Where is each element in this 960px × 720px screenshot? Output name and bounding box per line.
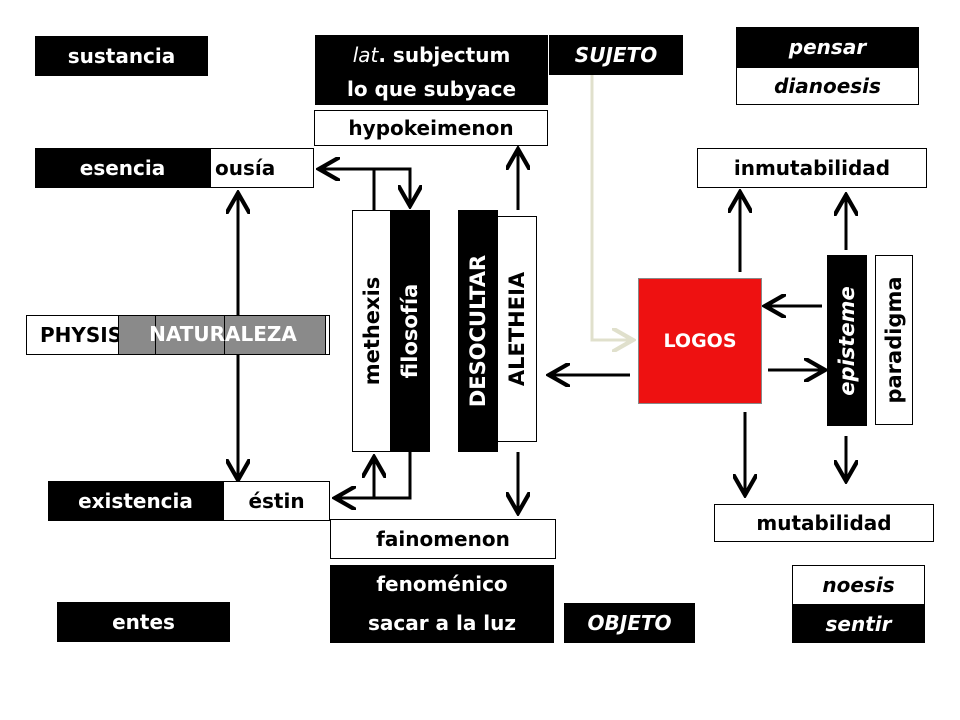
inmutabilidad-label: inmutabilidad <box>697 148 927 188</box>
entes-label: entes <box>57 602 230 642</box>
arrow-ousia-to-filosofia <box>374 167 410 203</box>
arrow-filosofia-to-estin <box>338 452 412 498</box>
lo-que-subyace-label: lo que subyace <box>315 73 548 105</box>
physis-label: PHYSIS <box>40 323 123 347</box>
pensar-label: pensar <box>736 27 919 67</box>
filosofia-box: filosofía <box>390 210 430 452</box>
subjectum-text: . subjectum <box>378 43 511 67</box>
sujeto-label: SUJETO <box>549 35 683 75</box>
estin-label: éstin <box>223 481 330 521</box>
fainomenon-label: fainomenon <box>330 519 556 559</box>
sacar-a-la-luz-label: sacar a la luz <box>330 603 554 643</box>
aletheia-box: ALETHEIA <box>497 216 537 442</box>
desocultar-label: DESOCULTAR <box>466 254 490 408</box>
arrow-sujeto-to-logos <box>590 75 630 340</box>
lat-prefix: lat <box>352 43 379 67</box>
naturaleza-segment-1 <box>118 315 156 355</box>
naturaleza-segment-3 <box>224 315 326 355</box>
methexis-label: methexis <box>360 276 384 386</box>
dianoesis-label: dianoesis <box>736 67 919 105</box>
fenomenico-label: fenoménico <box>330 565 554 603</box>
objeto-label: OBJETO <box>564 603 695 643</box>
noesis-label: noesis <box>792 565 925 605</box>
episteme-box: episteme <box>827 255 867 426</box>
arrow-methexis-to-ousia <box>322 169 376 210</box>
mutabilidad-label: mutabilidad <box>714 504 934 542</box>
esencia-label: esencia <box>35 148 210 188</box>
aletheia-label: ALETHEIA <box>505 271 529 387</box>
sustancia-label: sustancia <box>35 36 208 76</box>
ousia-label: ousía <box>210 148 314 188</box>
sentir-label: sentir <box>792 605 925 643</box>
naturaleza-label: NATURALEZA <box>149 322 297 346</box>
lat-subjectum-label: lat. subjectum <box>315 35 548 75</box>
existencia-label: existencia <box>48 481 223 521</box>
paradigma-label: paradigma <box>882 276 906 404</box>
methexis-box: methexis <box>352 210 392 452</box>
naturaleza-segment-2 <box>155 315 225 355</box>
hypokeimenon-label: hypokeimenon <box>314 110 548 146</box>
desocultar-box: DESOCULTAR <box>458 210 498 452</box>
paradigma-box: paradigma <box>875 255 913 425</box>
logos-box: LOGOS <box>638 278 762 404</box>
filosofia-label: filosofía <box>398 283 422 379</box>
episteme-label: episteme <box>835 285 859 396</box>
